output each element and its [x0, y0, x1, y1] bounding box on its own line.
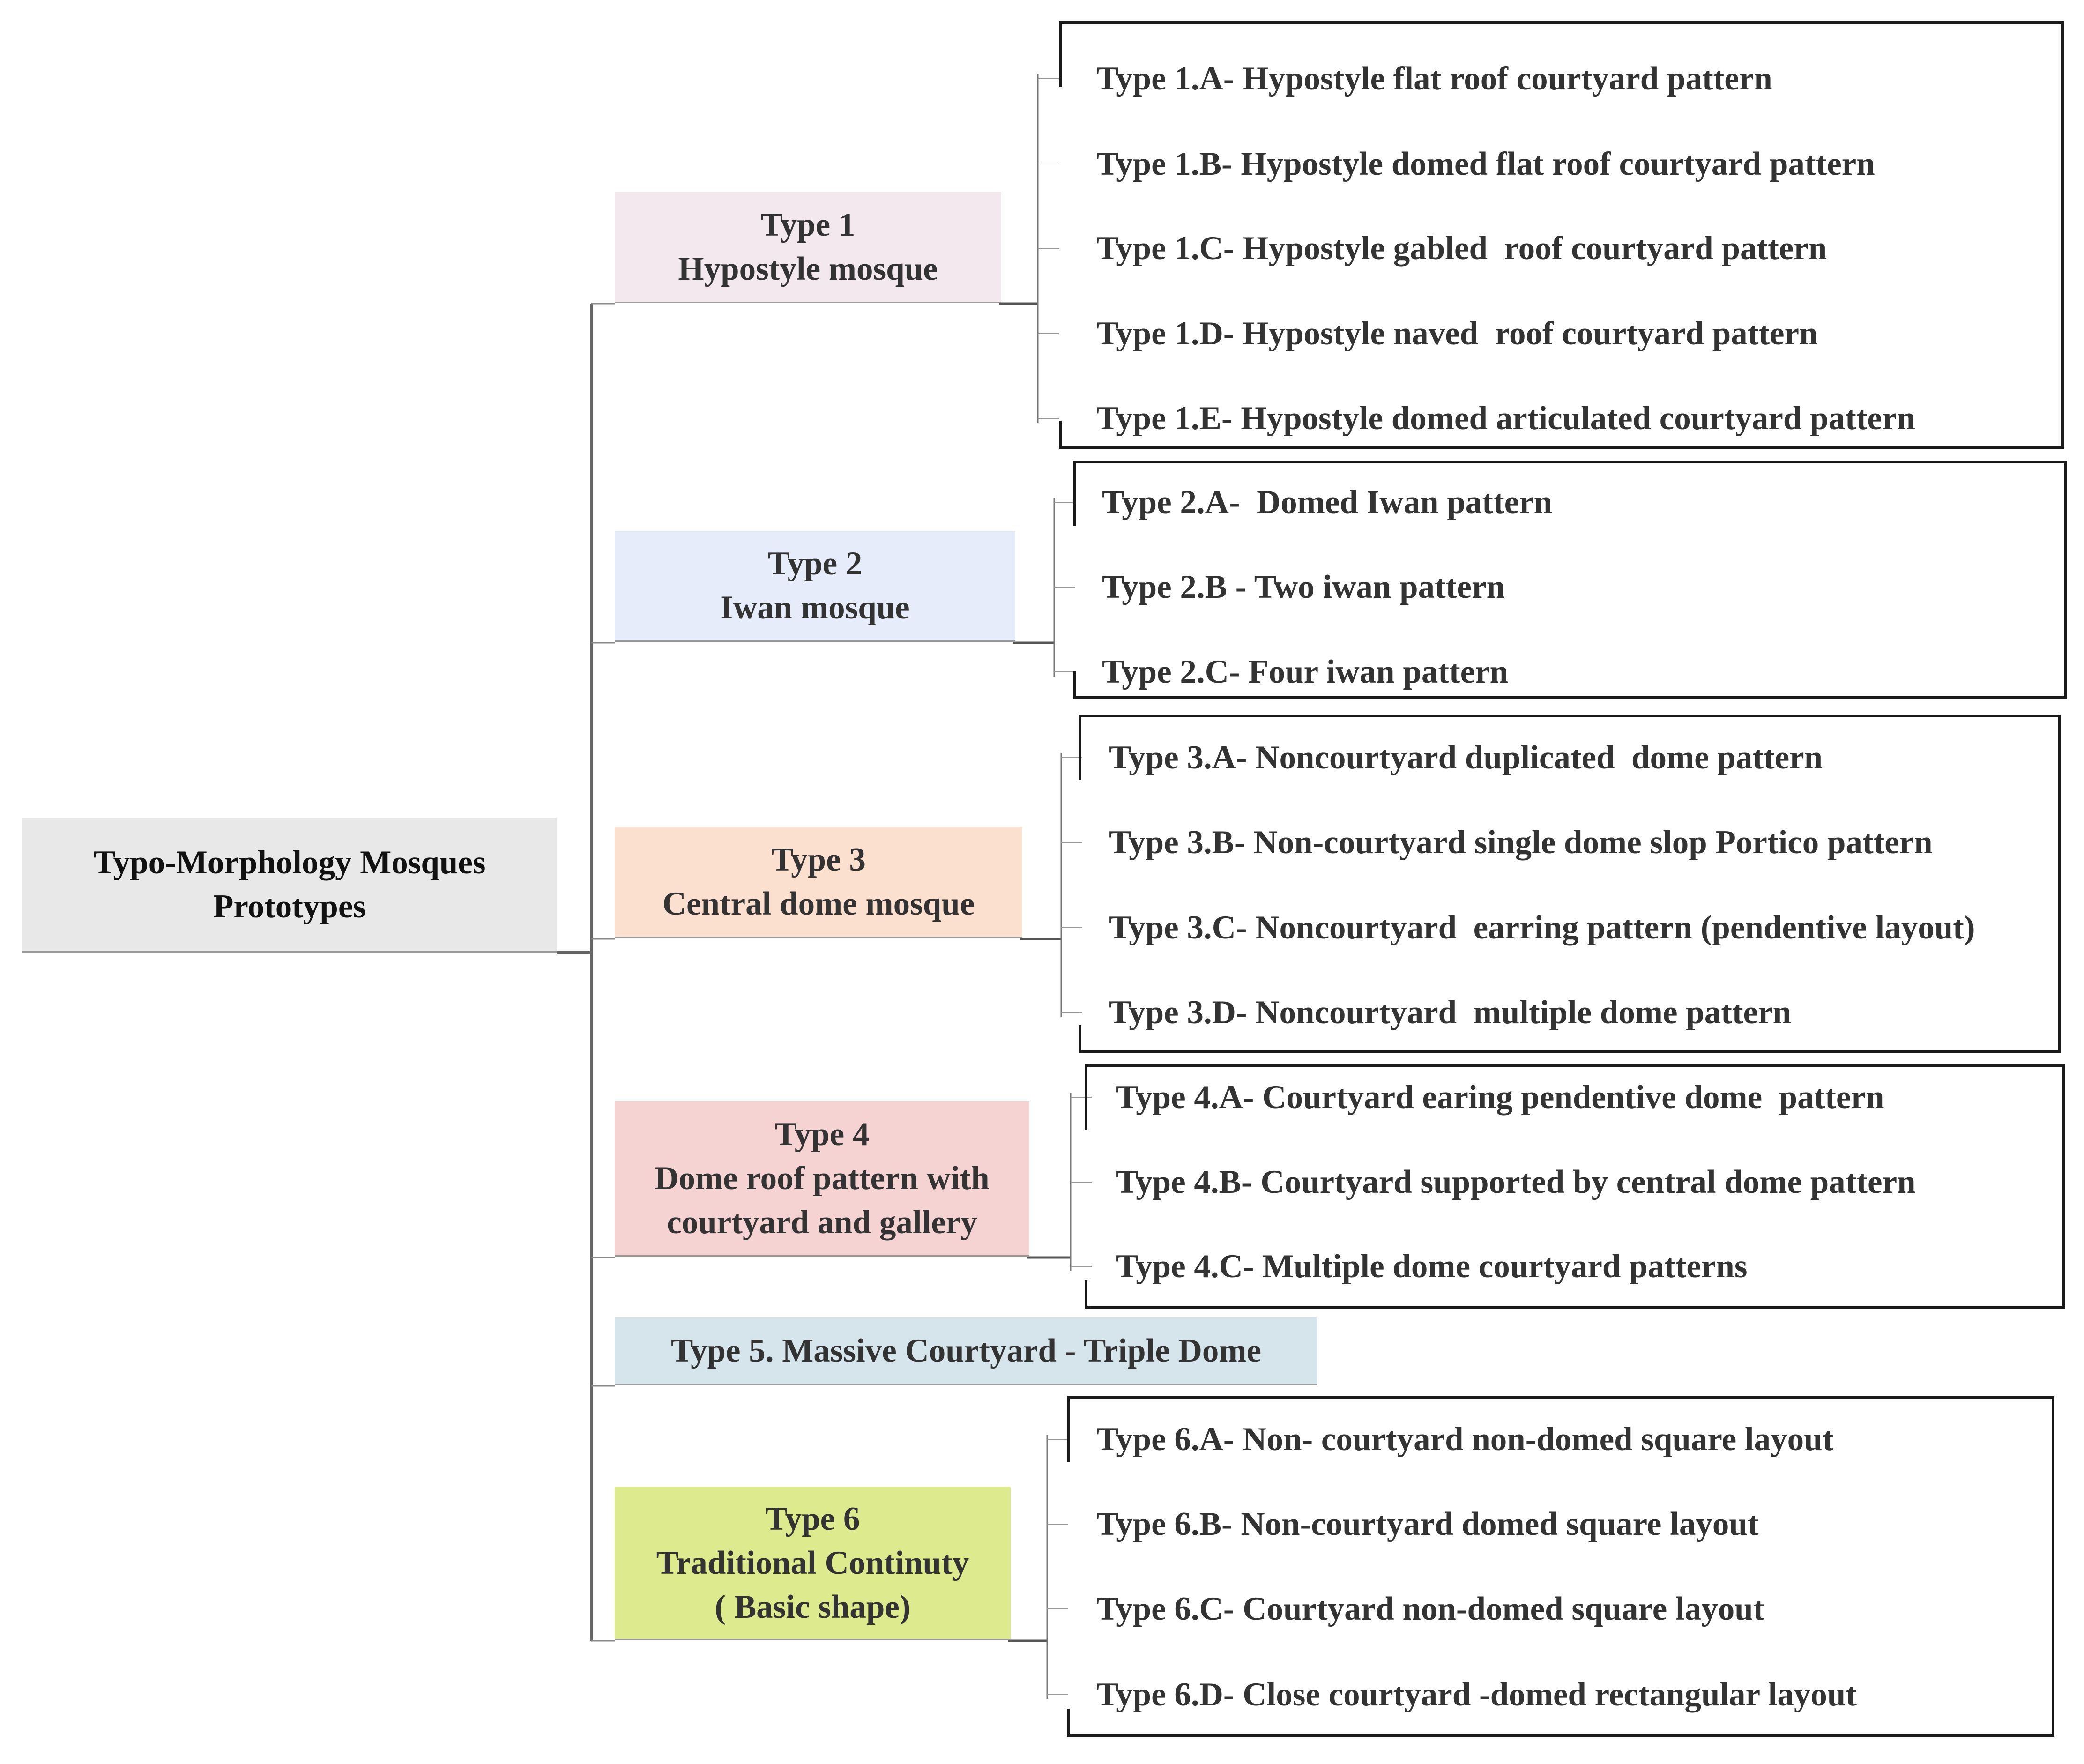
- subtype-label: Type 1.D- Hypostyle naved roof courtyard…: [1096, 315, 1818, 352]
- frame-cap-bottom: [1085, 1280, 1087, 1309]
- type-node: Type 6 Traditional Continuty ( Basic shape…: [615, 1487, 1011, 1640]
- type-label-line: courtyard and gallery: [667, 1204, 977, 1241]
- subtype-label: Type 3.C- Noncourtyard earring pattern (…: [1109, 909, 1975, 946]
- subtype-label: Type 3.B- Non-courtyard single dome slop…: [1109, 824, 1933, 861]
- subtype-group-frame: [1067, 1396, 2054, 1737]
- subtype-label: Type 1.C- Hypostyle gabled roof courtyar…: [1096, 230, 1827, 267]
- subtype-label: Type 1.A- Hypostyle flat roof courtyard …: [1096, 60, 1772, 97]
- type-node: Type 1 Hypostyle mosque: [615, 192, 1001, 303]
- root-title-line1: Typo-Morphology Mosques: [93, 844, 486, 881]
- subtype-label: Type 2.B - Two iwan pattern: [1102, 569, 1505, 605]
- subtype-label: Type 6.C- Courtyard non-domed square lay…: [1096, 1591, 1764, 1627]
- frame-cap-bottom: [1059, 421, 1062, 449]
- type-label-line: Type 3: [771, 841, 866, 878]
- subtype-label: Type 6.D- Close courtyard -domed rectang…: [1096, 1676, 1857, 1713]
- frame-cap-top: [1079, 715, 1081, 780]
- subtype-group-frame: [1073, 461, 2067, 699]
- subtype-label: Type 4.B- Courtyard supported by central…: [1116, 1164, 1916, 1200]
- frame-cap-top: [1067, 1396, 1070, 1462]
- subtype-group-frame: [1085, 1064, 2065, 1309]
- type-label-line: Traditional Continuty: [656, 1544, 969, 1581]
- type-label-line: Type 1: [760, 207, 856, 243]
- frame-cap-bottom: [1073, 671, 1076, 699]
- type-node: Type 2 Iwan mosque: [615, 531, 1015, 642]
- type-label-line: ( Basic shape): [715, 1588, 911, 1625]
- subtype-label: Type 6.A- Non- courtyard non-domed squar…: [1096, 1421, 1834, 1458]
- type-label-line: Type 6: [765, 1500, 860, 1537]
- subtype-label: Type 1.E- Hypostyle domed articulated co…: [1096, 400, 1915, 437]
- type-label-line: Dome roof pattern with: [655, 1160, 990, 1197]
- frame-cap-bottom: [1067, 1709, 1070, 1737]
- subtype-label: Type 1.B- Hypostyle domed flat roof cour…: [1096, 146, 1875, 182]
- frame-cap-top: [1085, 1064, 1087, 1130]
- type-label-line: Type 2: [767, 545, 863, 582]
- root-node: Typo-Morphology Mosques Prototypes: [22, 818, 557, 953]
- subtype-label: Type 4.C- Multiple dome courtyard patter…: [1116, 1248, 1748, 1285]
- subtype-label: Type 2.A- Domed Iwan pattern: [1102, 484, 1553, 521]
- subtype-label: Type 3.A- Noncourtyard duplicated dome p…: [1109, 739, 1823, 776]
- type-label-line: Iwan mosque: [720, 589, 910, 626]
- type-label-line: Hypostyle mosque: [678, 251, 938, 287]
- type-label-line: Type 4: [774, 1116, 870, 1153]
- subtype-label: Type 4.A- Courtyard earing pendentive do…: [1116, 1079, 1884, 1116]
- type-node: Type 4 Dome roof pattern with courtyard an…: [615, 1101, 1029, 1257]
- root-title-line2: Prototypes: [213, 888, 366, 925]
- type-node: Type 3 Central dome mosque: [615, 827, 1022, 938]
- subtype-label: Type 2.C- Four iwan pattern: [1102, 654, 1509, 690]
- subtype-label: Type 3.D- Noncourtyard multiple dome pat…: [1109, 994, 1792, 1031]
- frame-cap-top: [1073, 461, 1076, 526]
- type-node: Type 5. Massive Courtyard - Triple Dome: [615, 1317, 1317, 1385]
- frame-cap-bottom: [1079, 1025, 1081, 1053]
- type-label-line: Central dome mosque: [662, 886, 975, 922]
- subtype-group-frame: [1059, 21, 2064, 449]
- subtype-label: Type 6.B- Non-courtyard domed square lay…: [1096, 1506, 1759, 1542]
- subtype-group-frame: [1079, 715, 2061, 1053]
- type-label-line: Type 5. Massive Courtyard - Triple Dome: [670, 1332, 1262, 1369]
- frame-cap-top: [1059, 21, 1062, 87]
